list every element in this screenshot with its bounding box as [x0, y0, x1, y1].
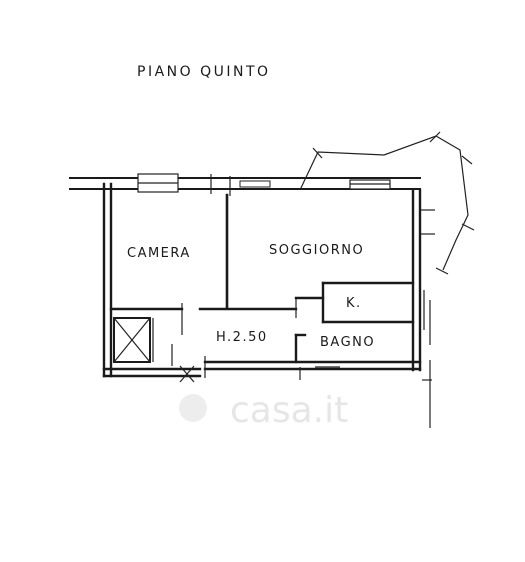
terrace-outline	[299, 135, 469, 271]
watermark-logo-icon	[179, 394, 207, 422]
room-label-bagno: BAGNO	[320, 335, 375, 350]
shaft-icon	[113, 317, 154, 363]
bath-walls	[294, 333, 307, 364]
kitchen-walls	[294, 281, 415, 324]
room-label-kitchen: K.	[346, 296, 362, 311]
entrance-door	[171, 344, 206, 383]
right-wall	[411, 188, 435, 428]
room-label-soggiorno: SOGGIORNO	[269, 243, 364, 258]
height-note: H.2.50	[216, 330, 268, 345]
interior-wall-corridor	[109, 298, 298, 335]
plan-title: PIANO QUINTO	[137, 64, 271, 80]
left-wall	[102, 182, 113, 378]
watermark-text: casa.it	[230, 390, 348, 431]
room-label-camera: CAMERA	[127, 246, 191, 261]
top-wall	[69, 173, 421, 196]
bottom-wall	[102, 360, 422, 380]
